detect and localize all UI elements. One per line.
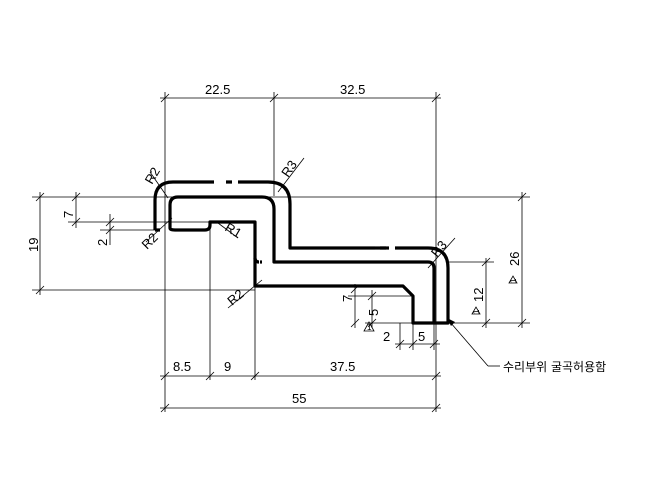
radius-inner: R1 [223, 220, 245, 241]
dim-height-26: 26 [507, 252, 522, 266]
radius-inner-left: R2 [139, 230, 161, 252]
dim-top: 22.5 32.5 [160, 82, 441, 103]
dim-bottom: 8.5 9 37.5 55 2 5 [160, 329, 441, 413]
dim-bottom-b: 9 [224, 359, 231, 374]
radius-callouts: R2 R2 R1 R3 R3 R2 [139, 157, 456, 309]
dim-lip: 7 5 1 [340, 284, 381, 332]
tol-5: 1 [367, 323, 372, 332]
dim-lip-5: 5 [366, 309, 381, 316]
note-leader: 수리부위 굴곡허용함 [447, 318, 606, 374]
dim-lip-gap: 2 [383, 329, 390, 344]
dim-lip-width: 5 [418, 329, 425, 344]
dim-height-19: 19 [26, 238, 41, 252]
dim-height-12: 12 [471, 288, 486, 302]
dim-bottom-total: 55 [292, 391, 306, 406]
radius-top-left: R2 [142, 165, 163, 187]
dim-bottom-a: 8.5 [173, 359, 191, 374]
tol-26: 1 [509, 278, 518, 283]
dim-gap-2: 2 [95, 239, 110, 246]
dim-lip-7: 7 [340, 295, 355, 302]
dim-top-left: 22.5 [205, 82, 230, 97]
note-text: 수리부위 굴곡허용함 [503, 360, 606, 374]
extension-lines [32, 92, 530, 412]
tol-12: 1 [472, 309, 481, 314]
dim-bottom-c: 37.5 [330, 359, 355, 374]
profile-outline [153, 180, 450, 325]
dim-top-right: 32.5 [340, 82, 365, 97]
radius-top-right: R3 [278, 157, 300, 179]
dim-right: 26 1 12 1 [471, 192, 527, 328]
radius-bottom: R2 [224, 286, 246, 308]
dim-left: 19 7 2 [26, 192, 115, 295]
dim-height-7: 7 [61, 211, 76, 218]
